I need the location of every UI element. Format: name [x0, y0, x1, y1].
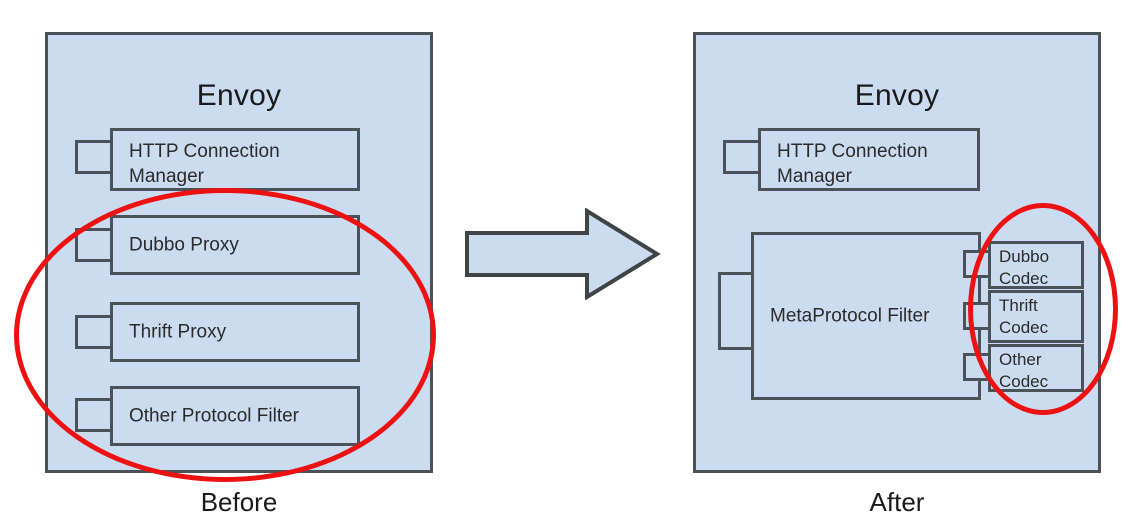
- filter-label-thrift-proxy: Thrift Proxy: [129, 321, 227, 343]
- caption-before: Before: [200, 487, 278, 517]
- codec-box-dubbo[interactable]: Dubbo Codec: [988, 241, 1084, 289]
- filter-label-dubbo-proxy: Dubbo Proxy: [129, 234, 239, 256]
- codec-tab-other: [963, 353, 991, 381]
- codec-label-other: Other Codec: [999, 350, 1049, 391]
- filter-tab-dubbo-proxy: [75, 228, 113, 262]
- codec-box-other[interactable]: Other Codec: [988, 344, 1084, 392]
- transition-arrow-icon: [465, 208, 661, 300]
- filter-label-other-protocol-filter: Other Protocol Filter: [129, 405, 299, 427]
- codec-box-thrift[interactable]: Thrift Codec: [988, 290, 1084, 343]
- filter-box-thrift-proxy[interactable]: Thrift Proxy: [110, 302, 360, 362]
- filter-box-metaprotocol-filter[interactable]: MetaProtocol Filter: [751, 232, 981, 400]
- codec-label-dubbo: Dubbo Codec: [999, 247, 1050, 288]
- codec-tab-dubbo: [963, 250, 991, 278]
- filter-tab-http-connection-manager-before: [75, 140, 113, 174]
- filter-label-http-connection-manager-after: HTTP Connection Manager: [777, 141, 928, 187]
- filter-label-http-connection-manager-before: HTTP Connection Manager: [129, 141, 280, 187]
- codec-tab-thrift: [963, 302, 991, 330]
- filter-box-http-connection-manager-before[interactable]: HTTP Connection Manager: [110, 128, 360, 191]
- filter-box-dubbo-proxy[interactable]: Dubbo Proxy: [110, 215, 360, 275]
- filter-tab-http-connection-manager-after: [723, 140, 761, 174]
- filter-label-metaprotocol-filter: MetaProtocol Filter: [770, 305, 930, 327]
- filter-tab-other-protocol-filter: [75, 398, 113, 432]
- codec-label-thrift: Thrift Codec: [999, 296, 1049, 337]
- filter-box-other-protocol-filter[interactable]: Other Protocol Filter: [110, 386, 360, 446]
- filter-tab-thrift-proxy: [75, 315, 113, 349]
- panel-title-after: Envoy: [854, 79, 940, 112]
- panel-title-before: Envoy: [196, 79, 282, 112]
- filter-box-http-connection-manager-after[interactable]: HTTP Connection Manager: [758, 128, 980, 191]
- filter-tab-metaprotocol-filter: [718, 272, 754, 350]
- caption-after: After: [869, 487, 925, 517]
